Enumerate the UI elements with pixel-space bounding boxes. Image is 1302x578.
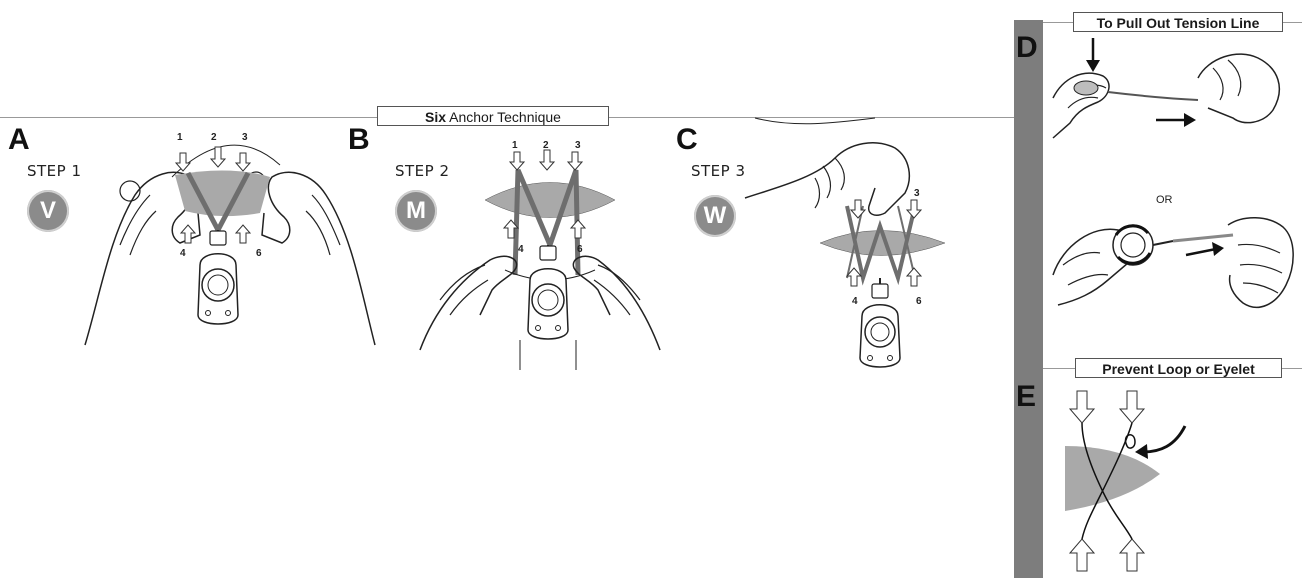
main-title: Six Anchor Technique — [377, 106, 609, 126]
panel-b-anchor-1: 1 — [512, 140, 518, 151]
panel-c-hand — [745, 143, 909, 215]
panel-a-illustration — [80, 125, 380, 370]
panel-c-anchor-4: 4 — [852, 296, 858, 307]
panel-b-anchor-4: 4 — [518, 244, 524, 255]
panel-e-rule-left — [1043, 368, 1075, 369]
right-arrow-icon-bottom — [1212, 242, 1224, 256]
panel-c-badge-letter: W — [704, 202, 727, 230]
panel-b-anchor-6: 6 — [577, 244, 583, 255]
panel-d-letter: D — [1016, 33, 1038, 63]
panel-b-tissue — [485, 183, 615, 218]
panel-d-rule-left — [1043, 22, 1073, 23]
panel-e-arrow-bottom-left — [1070, 539, 1094, 571]
panel-e-arrow-top-left — [1070, 391, 1094, 423]
panel-a-anchor-4: 4 — [180, 248, 186, 259]
panel-c-anchor-3: 3 — [914, 188, 920, 199]
panel-e-loop — [1126, 435, 1135, 448]
title-bold: Six — [425, 109, 446, 125]
panel-b-device — [528, 269, 568, 339]
panel-a-step-label: STEP 1 — [27, 162, 82, 180]
panel-e-rule-right — [1282, 368, 1302, 369]
title-rest: Anchor Technique — [446, 109, 561, 125]
panel-e-title: Prevent Loop or Eyelet — [1075, 358, 1282, 378]
panel-a-device — [198, 254, 238, 324]
panel-c-letter: C — [676, 125, 698, 155]
panel-c-arrow-3 — [907, 200, 921, 218]
panel-c-badge: W — [694, 195, 736, 237]
panel-a-anchor-6: 6 — [256, 248, 262, 259]
panel-a-anchor-1: 1 — [177, 132, 183, 143]
panel-a-badge: V — [27, 190, 69, 232]
panel-a-anchor-3: 3 — [242, 132, 248, 143]
panel-d-illustration-bottom — [1048, 205, 1298, 330]
panel-d-title: To Pull Out Tension Line — [1073, 12, 1283, 32]
panel-b-anchor-2: 2 — [543, 140, 549, 151]
panel-b-letter: B — [348, 125, 370, 155]
panel-b-arrow-6 — [571, 220, 585, 238]
panel-e-letter: E — [1016, 382, 1036, 412]
panel-b-anchor-3: 3 — [575, 140, 581, 151]
panel-b-right-hand — [573, 256, 660, 350]
right-arrow-icon-top — [1184, 113, 1196, 127]
top-rule-left — [0, 117, 378, 118]
panel-c-anchor-6: 6 — [916, 296, 922, 307]
panel-e-arrow-top-right — [1120, 391, 1144, 423]
panel-a-badge-letter: V — [40, 197, 56, 225]
right-column-bar — [1014, 20, 1043, 578]
panel-a-anchor-2: 2 — [211, 132, 217, 143]
panel-b-arrow-3 — [568, 152, 582, 170]
panel-d-bottom-right-hand — [1228, 218, 1293, 308]
panel-a-right-hand — [262, 172, 375, 345]
panel-b-arrow-2 — [540, 150, 554, 170]
panel-b-left-hand — [420, 256, 517, 350]
panel-a-arrow-1 — [176, 153, 190, 171]
panel-e-arrow-bottom-right — [1120, 539, 1144, 571]
panel-d-rule-right — [1283, 22, 1302, 23]
panel-a-arrow-3 — [236, 153, 250, 171]
panel-a-letter: A — [8, 125, 30, 155]
panel-e-illustration — [1055, 386, 1205, 576]
panel-a-arrow-6 — [236, 225, 250, 243]
panel-a-arrow-4 — [181, 225, 195, 243]
panel-b-arrow-1 — [510, 152, 524, 170]
panel-a-arrow-2 — [211, 147, 225, 167]
down-arrow-icon — [1086, 60, 1100, 72]
panel-d-right-hand — [1198, 54, 1279, 123]
panel-c-arrow-6 — [907, 268, 921, 286]
panel-d-illustration-top — [1048, 38, 1288, 158]
panel-c-illustration — [735, 118, 970, 380]
curved-arrow-icon — [1135, 444, 1148, 459]
panel-b-illustration — [420, 140, 665, 370]
